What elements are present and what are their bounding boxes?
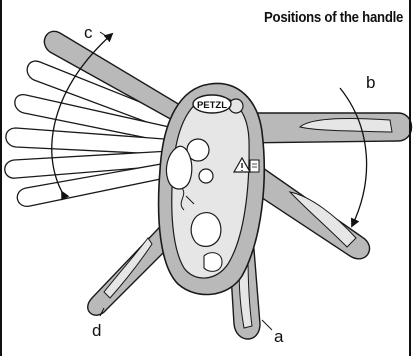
diagram-title: Positions of the handle xyxy=(264,9,403,26)
frame xyxy=(0,0,411,356)
